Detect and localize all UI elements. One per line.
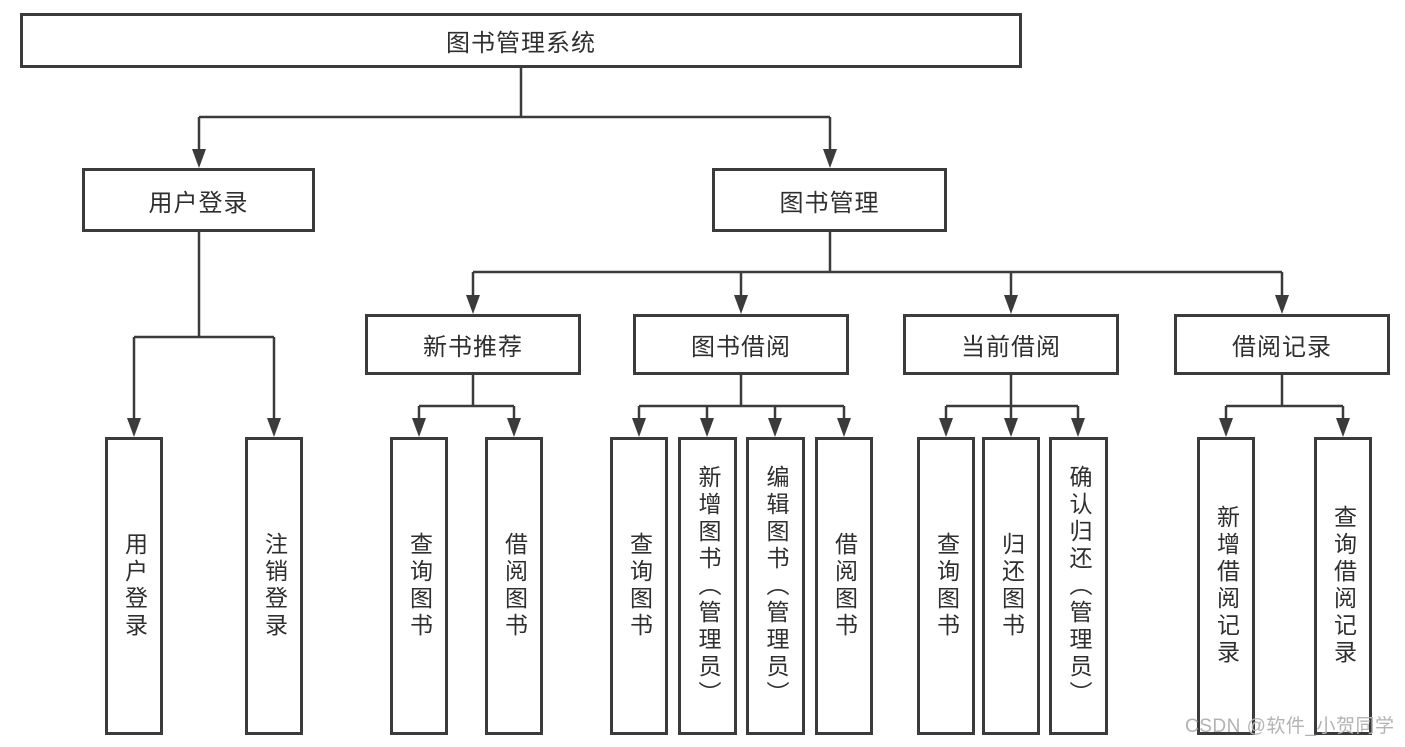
node-label: 借阅图书 [501, 532, 528, 640]
node-label: 图书借阅 [691, 334, 791, 361]
leaf-query-books-borrowing: 查询图书 [610, 437, 668, 735]
node-label: 查询图书 [933, 532, 960, 640]
node-label: 新增图书（管理员） [695, 464, 721, 708]
node-user-login: 用户登录 [82, 168, 315, 232]
csdn-watermark: CSDN @软件_小贺同学 [1185, 716, 1395, 737]
leaf-confirm-return-admin: 确认归还（管理员） [1049, 437, 1108, 735]
node-label: 查询图书 [626, 532, 653, 640]
leaf-borrow-books-recommendation: 借阅图书 [485, 437, 543, 735]
leaf-user-login: 用户登录 [105, 437, 163, 735]
node-label: 用户登录 [148, 189, 249, 217]
node-label: 用户登录 [121, 532, 148, 640]
node-label: 确认归还（管理员） [1066, 464, 1092, 708]
node-label: 新书推荐 [423, 334, 523, 361]
node-label: 查询借阅记录 [1330, 505, 1357, 667]
node-label: 借阅图书 [831, 532, 858, 640]
leaf-add-book-admin: 新增图书（管理员） [678, 437, 737, 735]
node-label: 注销登录 [261, 532, 288, 640]
leaf-borrow-books: 借阅图书 [815, 437, 873, 735]
node-label: 图书管理 [779, 189, 880, 217]
leaf-query-books-current: 查询图书 [917, 437, 975, 735]
leaf-query-books-recommendation: 查询图书 [390, 437, 448, 735]
leaf-add-borrow-record: 新增借阅记录 [1197, 437, 1255, 735]
node-new-book-recommendation: 新书推荐 [365, 314, 581, 375]
leaf-edit-book-admin: 编辑图书（管理员） [746, 437, 805, 735]
node-label: 借阅记录 [1232, 334, 1332, 361]
node-library-management-system: 图书管理系统 [20, 13, 1022, 68]
node-book-borrowing: 图书借阅 [633, 314, 849, 375]
node-book-management: 图书管理 [712, 168, 947, 232]
node-label: 新增借阅记录 [1213, 505, 1240, 667]
leaf-return-book: 归还图书 [982, 437, 1040, 735]
node-label: 编辑图书（管理员） [763, 464, 789, 708]
node-current-borrowing: 当前借阅 [903, 314, 1119, 375]
node-label: 图书管理系统 [446, 30, 596, 57]
leaf-query-borrow-record: 查询借阅记录 [1314, 437, 1372, 735]
node-label: 查询图书 [406, 532, 433, 640]
node-label: 归还图书 [998, 532, 1025, 640]
node-borrowing-records: 借阅记录 [1174, 314, 1390, 375]
node-label: 当前借阅 [961, 334, 1061, 361]
leaf-logout: 注销登录 [245, 437, 303, 735]
